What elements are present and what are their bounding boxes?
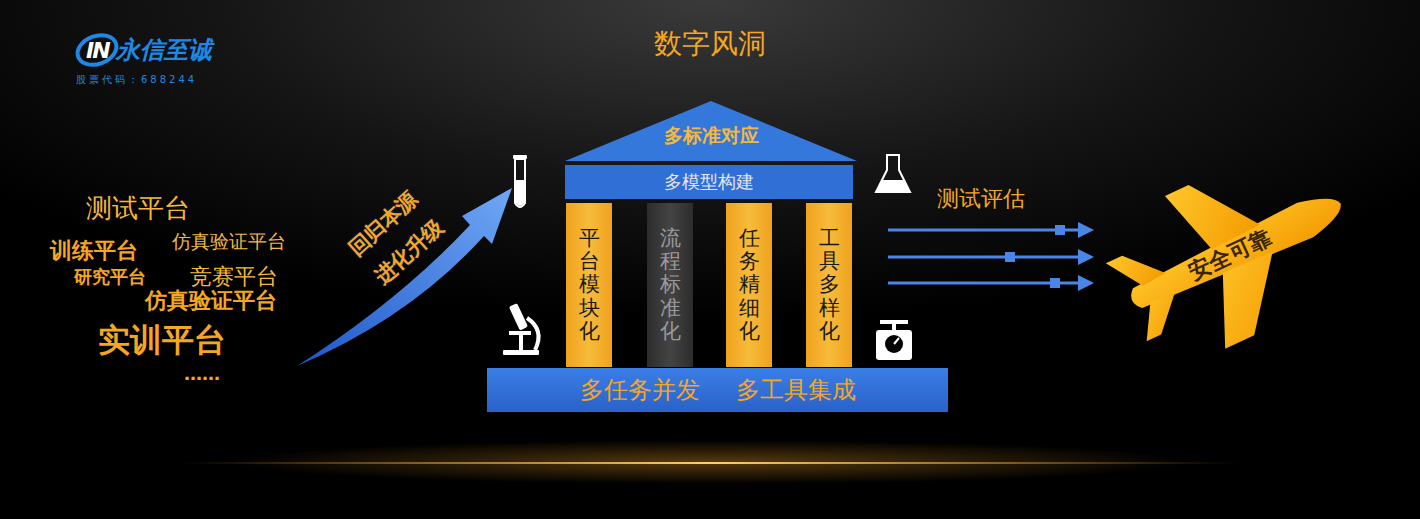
connector-line <box>888 229 1082 232</box>
node-text: 多工具集成 <box>736 374 856 406</box>
pillar-text: 工具多样化 <box>819 227 840 342</box>
pillar: 任务精细化 <box>726 203 772 367</box>
roof-fill <box>565 101 857 161</box>
arrow-head <box>1078 249 1094 265</box>
microscope-icon <box>503 303 539 355</box>
label: 研究平台 <box>74 267 146 288</box>
label: 永信至诚 <box>116 37 212 65</box>
pillar: 流程标准化 <box>647 203 693 367</box>
title: 数字风洞 <box>654 28 766 60</box>
label: 测试平台 <box>86 194 190 224</box>
plane-part <box>1132 291 1188 341</box>
roof-triangle: 多标准对应 <box>565 101 857 161</box>
pillar-text: 平台模块化 <box>579 227 600 342</box>
line-marker <box>1055 225 1065 235</box>
band: 多任务并发 多工具集成 <box>487 368 948 412</box>
flask-icon <box>876 155 910 192</box>
label: 仿真验证平台 <box>145 288 277 313</box>
label: 仿真验证平台 <box>172 231 286 253</box>
pillar: 平台模块化 <box>566 203 612 367</box>
airplane: 安全可靠 <box>1098 160 1362 350</box>
node-text: 多任务并发 <box>580 374 700 406</box>
plane-body <box>1098 160 1362 350</box>
label: 训练平台 <box>50 238 138 263</box>
label: IN <box>86 38 109 63</box>
label: 测试评估 <box>937 186 1025 211</box>
node-text: 多标准对应 <box>664 123 759 149</box>
connector-line <box>888 256 1082 259</box>
pillar: 工具多样化 <box>806 203 852 367</box>
label: 实训平台 <box>98 322 226 359</box>
connector <box>888 275 1094 291</box>
scale-icon <box>876 320 912 360</box>
band: 多模型构建 <box>565 165 853 199</box>
arrow-head <box>1078 275 1094 291</box>
connector <box>888 222 1094 238</box>
label: …… <box>184 364 220 385</box>
label: 竞赛平台 <box>190 264 278 289</box>
logo-ring <box>73 30 120 70</box>
test-tube-icon <box>513 155 527 207</box>
floor-line <box>180 462 1240 464</box>
line-marker <box>1005 252 1015 262</box>
pillar-text: 流程标准化 <box>660 227 681 342</box>
node-text: 多模型构建 <box>664 170 754 194</box>
arrow-head <box>1078 222 1094 238</box>
plane-part <box>1106 242 1167 296</box>
connector <box>888 249 1094 265</box>
line-marker <box>1050 278 1060 288</box>
label: 股票代码：688244 <box>76 74 197 86</box>
pillar-text: 任务精细化 <box>739 227 760 342</box>
